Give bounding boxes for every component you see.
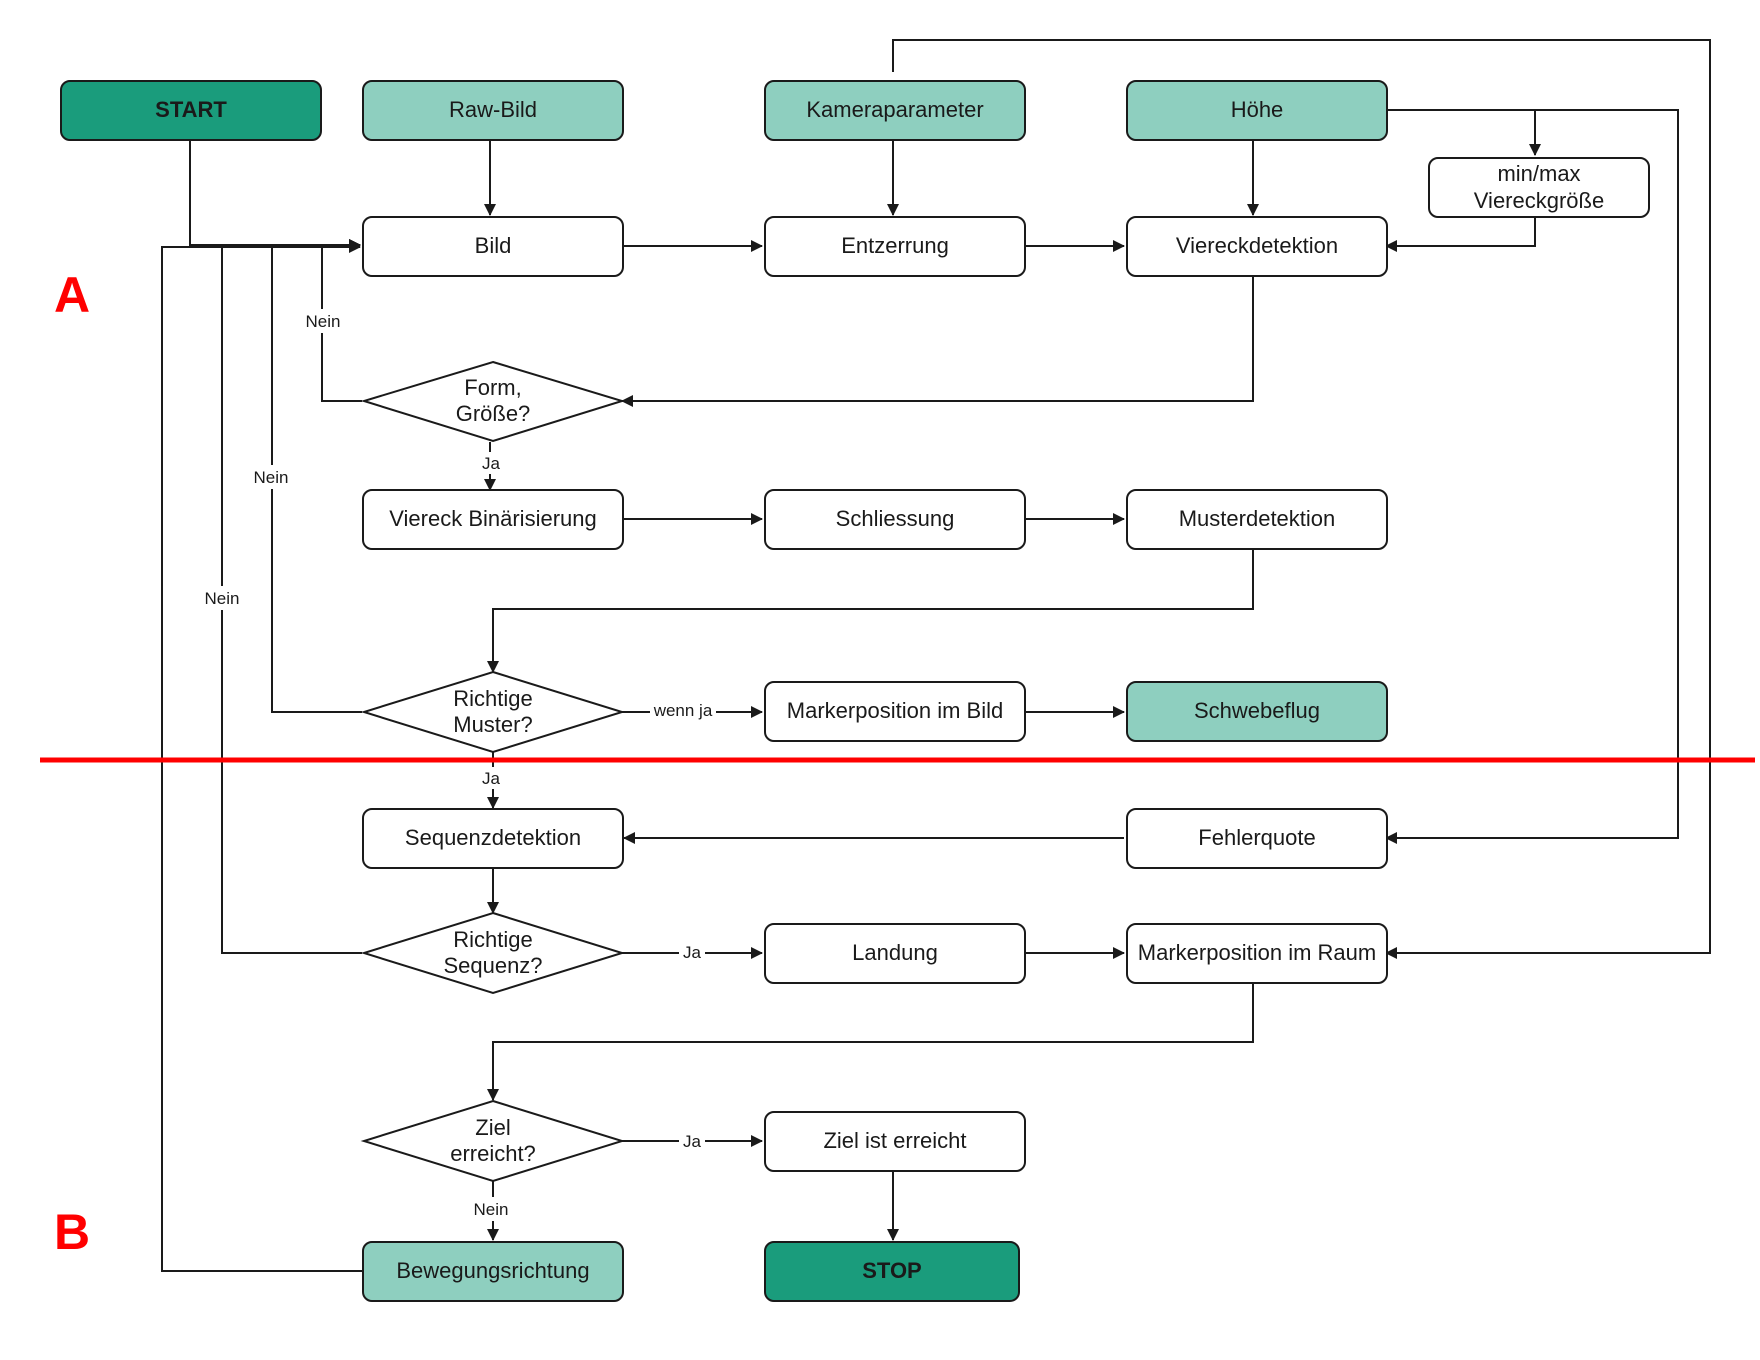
minmax-label: min/max Viereckgröße <box>1473 161 1605 213</box>
kameraparameter-node: Kameraparameter <box>764 80 1026 141</box>
section-label-a: A <box>54 267 91 323</box>
label-sequenz-ja: Ja <box>683 943 702 962</box>
markerposition-bild-label: Markerposition im Bild <box>786 698 1004 724</box>
edge-hoehe-to-minmax <box>1385 109 1541 156</box>
label-muster-ja: Ja <box>482 769 501 788</box>
schliessung-label: Schliessung <box>835 506 955 532</box>
stop-label: STOP <box>862 1258 922 1284</box>
edge-kamera-to-markerraum <box>892 39 1711 959</box>
stop-node: STOP <box>764 1241 1020 1302</box>
label-muster-nein: Nein <box>254 468 289 487</box>
decision-ziel-erreicht-label: Ziel erreicht? <box>450 1114 536 1166</box>
raw-bild-node: Raw-Bild <box>362 80 624 141</box>
decision-ziel-erreicht: Ziel erreicht? <box>404 1108 582 1174</box>
decision-ziel-erreicht-shape <box>360 1099 626 1183</box>
musterdetektion-label: Musterdetektion <box>1178 506 1336 532</box>
sequenzdetektion-label: Sequenzdetektion <box>404 825 582 851</box>
musterdetektion-node: Musterdetektion <box>1126 489 1388 550</box>
bild-label: Bild <box>474 233 512 259</box>
landung-label: Landung <box>852 940 938 966</box>
decision-richtige-sequenz-label: Richtige Sequenz? <box>443 926 543 978</box>
viereck-binarisierung-node: Viereck Binärisierung <box>362 489 624 550</box>
edge-markerraum-to-zielfrage <box>487 984 1254 1101</box>
hoehe-node: Höhe <box>1126 80 1388 141</box>
label-muster-wenn-ja: wenn ja <box>653 701 713 720</box>
decision-form-groesse-shape <box>360 360 626 443</box>
edge-musterdetektion-to-muster <box>487 550 1254 673</box>
sequenzdetektion-node: Sequenzdetektion <box>362 808 624 869</box>
minmax-node: min/max Viereckgröße <box>1428 157 1650 218</box>
schwebeflug-label: Schwebeflug <box>1194 698 1320 724</box>
landung-node: Landung <box>764 923 1026 984</box>
label-form-ja: Ja <box>482 454 501 473</box>
fehlerquote-node: Fehlerquote <box>1126 808 1388 869</box>
bewegungsrichtung-node: Bewegungsrichtung <box>362 1241 624 1302</box>
edge-minmax-to-viereckdetektion <box>1385 216 1536 252</box>
entzerrung-node: Entzerrung <box>764 216 1026 277</box>
start-label: START <box>155 97 227 123</box>
edge-start-to-bild <box>189 140 361 251</box>
kameraparameter-label: Kameraparameter <box>806 97 984 123</box>
decision-form-groesse-label: Form, Größe? <box>455 374 531 426</box>
viereckdetektion-node: Viereckdetektion <box>1126 216 1388 277</box>
label-ziel-nein: Nein <box>474 1200 509 1219</box>
markerposition-raum-label: Markerposition im Raum <box>1137 940 1377 966</box>
fehlerquote-label: Fehlerquote <box>1198 825 1316 851</box>
bild-node: Bild <box>362 216 624 277</box>
label-sequenz-nein: Nein <box>205 589 240 608</box>
label-form-nein: Nein <box>306 312 341 331</box>
bewegungsrichtung-label: Bewegungsrichtung <box>396 1258 590 1284</box>
edge-viereckdetektion-to-form <box>621 277 1254 407</box>
viereck-binarisierung-label: Viereck Binärisierung <box>389 506 597 532</box>
edge-hoehe-to-fehlerquote <box>1385 109 1679 844</box>
decision-richtige-sequenz-shape <box>360 911 626 995</box>
label-ziel-ja: Ja <box>683 1132 702 1151</box>
ziel-ist-erreicht-node: Ziel ist erreicht <box>764 1111 1026 1172</box>
decision-form-groesse: Form, Größe? <box>404 368 582 434</box>
entzerrung-label: Entzerrung <box>841 233 949 259</box>
schwebeflug-node: Schwebeflug <box>1126 681 1388 742</box>
decision-richtige-sequenz: Richtige Sequenz? <box>404 920 582 986</box>
viereckdetektion-label: Viereckdetektion <box>1175 233 1339 259</box>
start-node: START <box>60 80 322 141</box>
markerposition-bild-node: Markerposition im Bild <box>764 681 1026 742</box>
markerposition-raum-node: Markerposition im Raum <box>1126 923 1388 984</box>
hoehe-label: Höhe <box>1230 97 1284 123</box>
section-label-b: B <box>54 1204 91 1260</box>
ziel-ist-erreicht-label: Ziel ist erreicht <box>823 1128 967 1154</box>
schliessung-node: Schliessung <box>764 489 1026 550</box>
decision-richtige-muster: Richtige Muster? <box>404 679 582 745</box>
raw-bild-label: Raw-Bild <box>448 97 538 123</box>
decision-richtige-muster-shape <box>360 670 626 754</box>
decision-richtige-muster-label: Richtige Muster? <box>453 685 533 737</box>
